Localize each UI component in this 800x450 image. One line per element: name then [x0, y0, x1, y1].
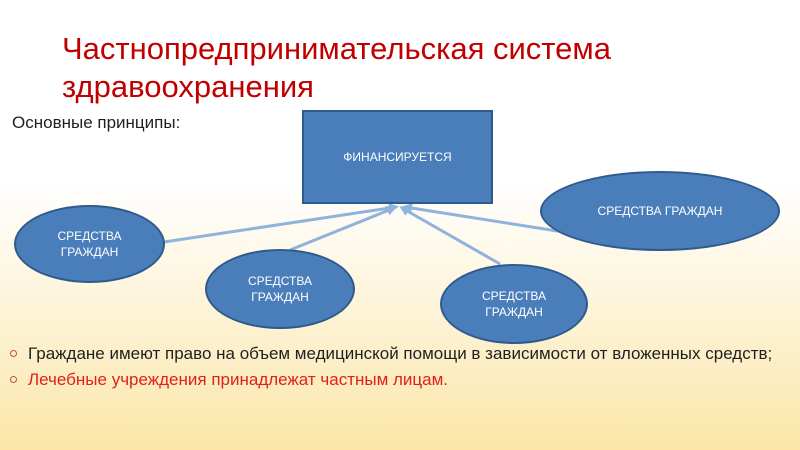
arrow-from-source-4 [402, 203, 571, 235]
arrow-from-source-2 [289, 205, 397, 252]
source-ellipse-1: СРЕДСТВА ГРАЖДАН [14, 205, 165, 283]
financed-box: ФИНАНСИРУЕТСЯ [302, 110, 493, 204]
principle-text: Лечебные учреждения принадлежат частным … [28, 370, 449, 389]
principle-item: Лечебные учреждения принадлежат частным … [8, 369, 788, 390]
source-ellipse-4: СРЕДСТВА ГРАЖДАН [540, 171, 780, 251]
arrow-from-source-3 [399, 206, 501, 266]
source-ellipse-2: СРЕДСТВА ГРАЖДАН [205, 249, 355, 329]
source-ellipse-label: СРЕДСТВА ГРАЖДАН [597, 204, 723, 218]
slide-title: Частнопредпринимательская система здраво… [62, 31, 611, 104]
source-ellipse-label: СРЕДСТВА ГРАЖДАН [247, 274, 312, 304]
source-ellipse-3: СРЕДСТВА ГРАЖДАН [440, 264, 588, 344]
circle-bullet-icon [10, 350, 17, 357]
principles-heading: Основные принципы: [12, 113, 181, 132]
principles-list: Граждане имеют право на объем медицинско… [8, 343, 788, 395]
principle-text: Граждане имеют право на объем медицинско… [28, 344, 773, 363]
circle-bullet-icon [10, 376, 17, 383]
source-ellipse-label: СРЕДСТВА ГРАЖДАН [57, 229, 122, 259]
financed-box-label: ФИНАНСИРУЕТСЯ [343, 150, 452, 164]
arrow-from-source-1 [163, 203, 399, 244]
source-ellipse-label: СРЕДСТВА ГРАЖДАН [481, 289, 546, 319]
principle-item: Граждане имеют право на объем медицинско… [8, 343, 788, 364]
